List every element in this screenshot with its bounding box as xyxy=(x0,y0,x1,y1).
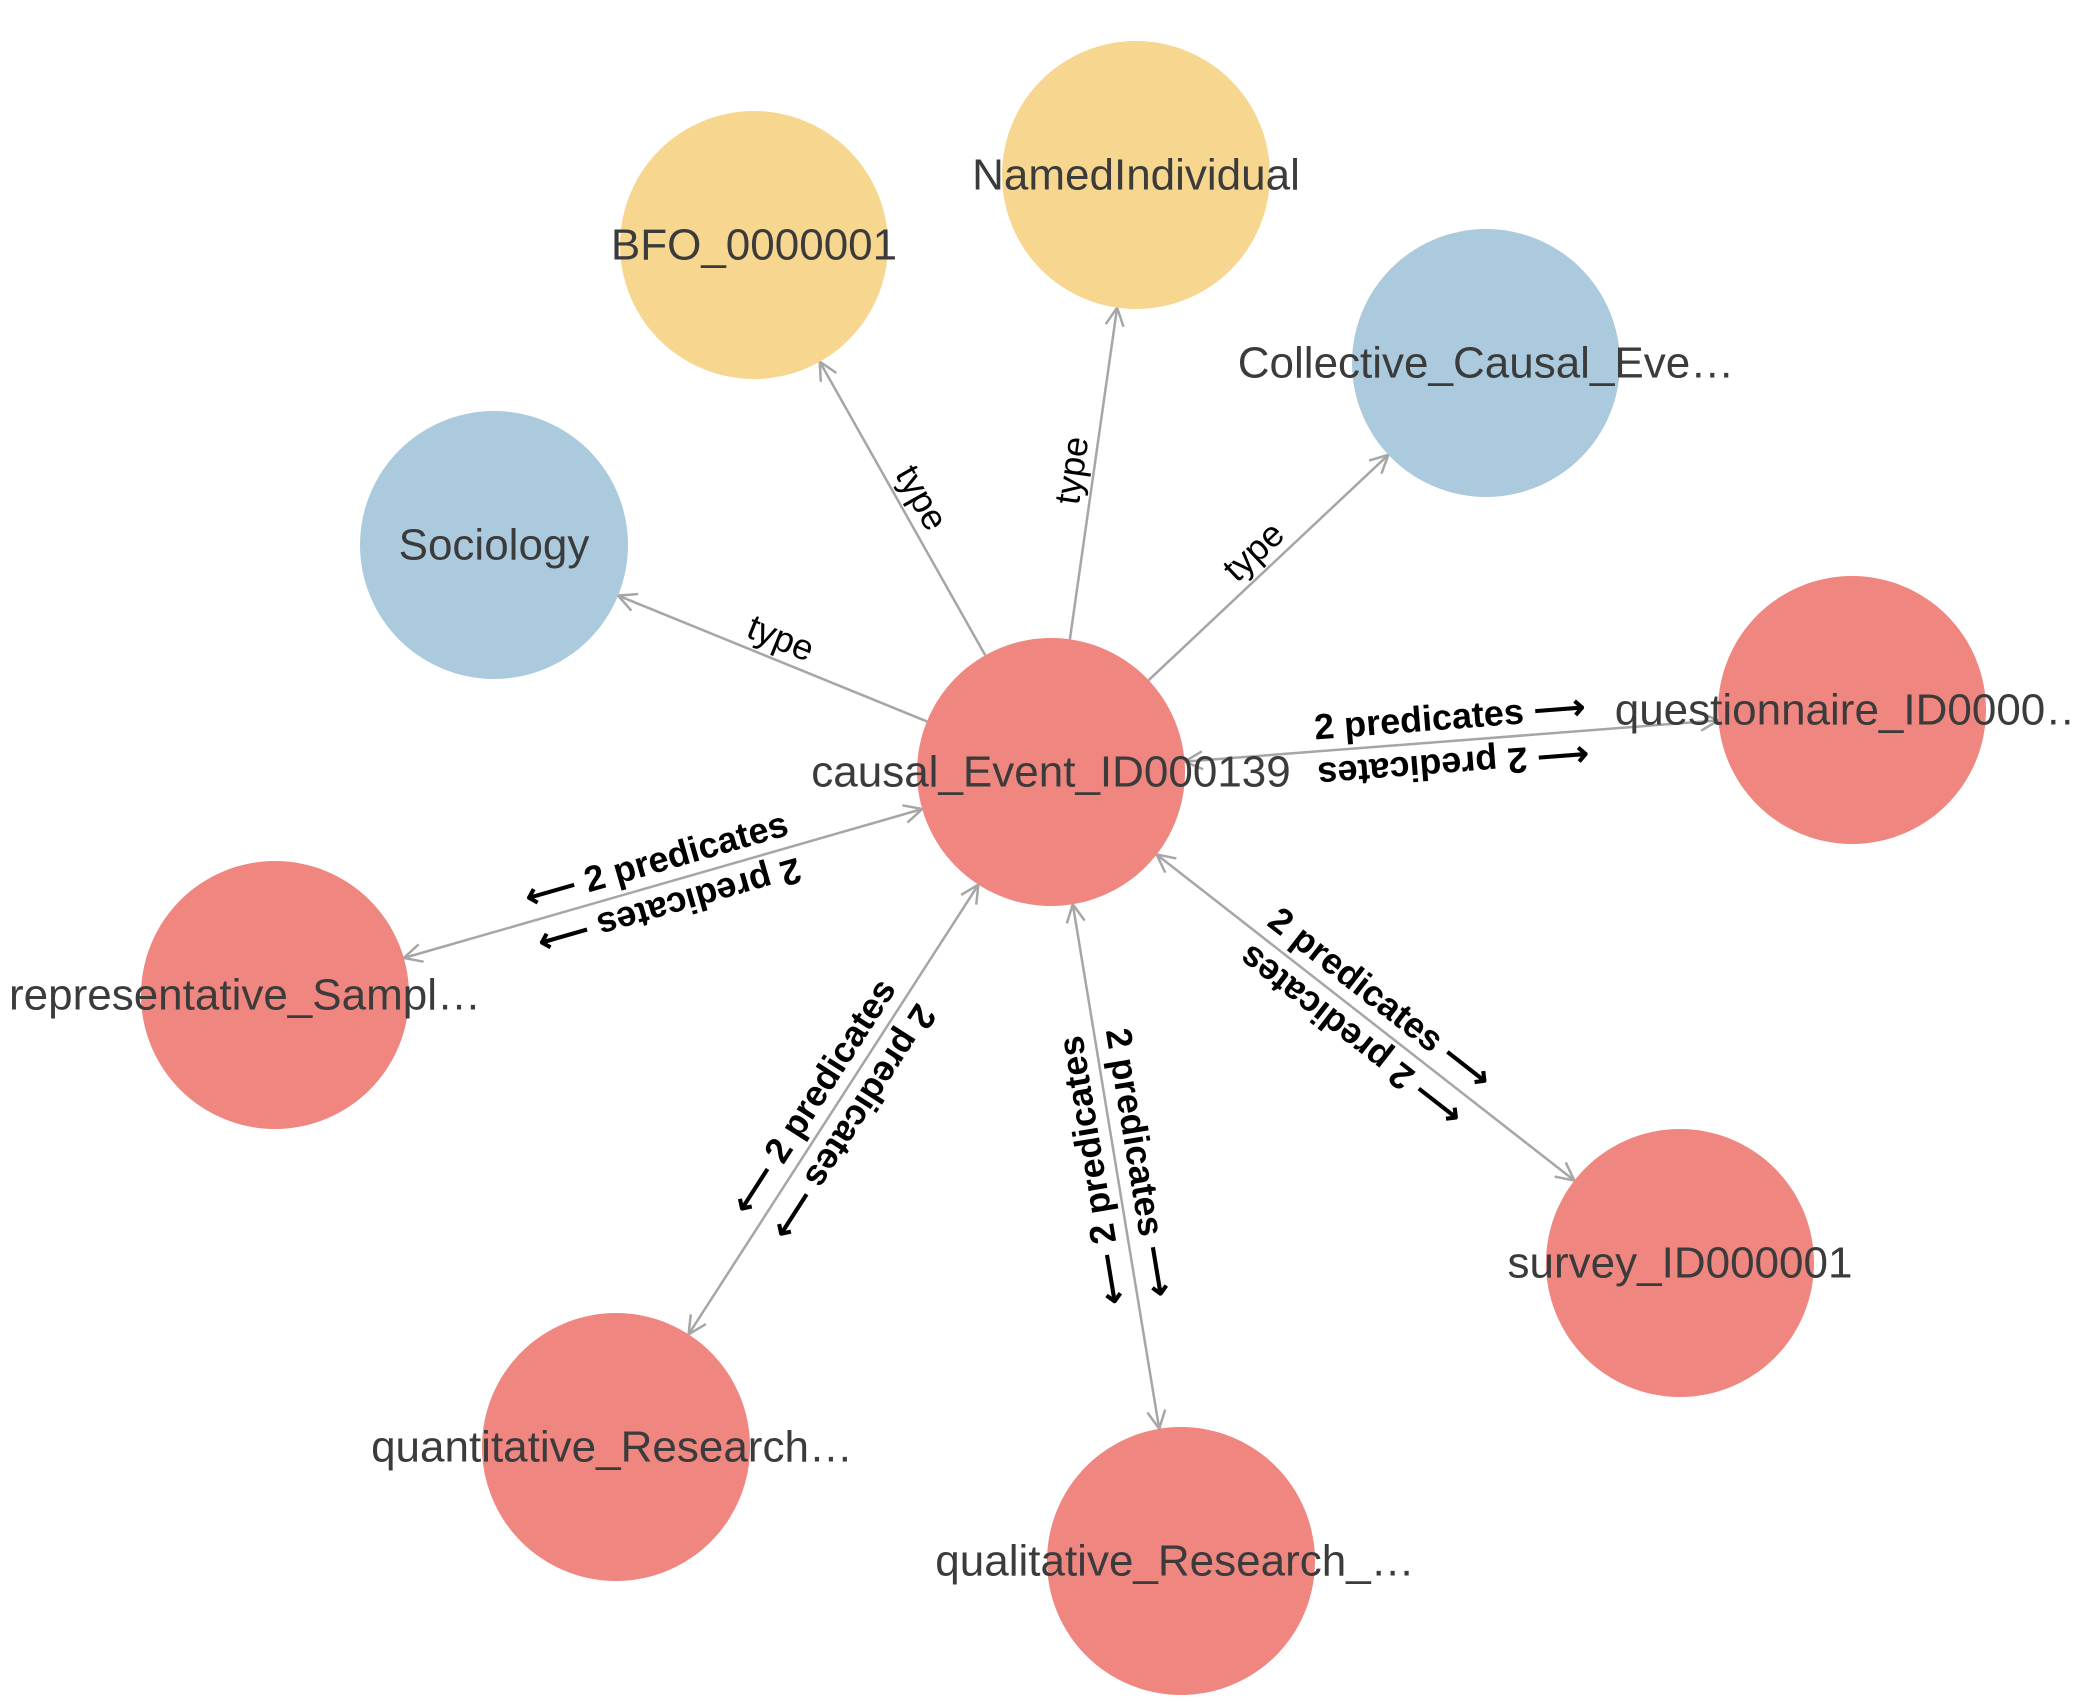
node-label-survey: survey_ID000001 xyxy=(1508,1239,1853,1288)
node-qualitative[interactable] xyxy=(1047,1427,1315,1695)
node-survey[interactable] xyxy=(1546,1129,1814,1397)
edge-label-bfo: type xyxy=(888,458,957,537)
edge-label-collective: type xyxy=(1214,513,1292,589)
edge-center-to-survey[interactable] xyxy=(1157,854,1575,1180)
node-sociology[interactable] xyxy=(360,411,628,679)
node-representative[interactable] xyxy=(141,861,409,1129)
node-collective[interactable] xyxy=(1352,229,1620,497)
node-center[interactable] xyxy=(917,638,1185,906)
node-label-collective: Collective_Causal_Eve… xyxy=(1238,339,1734,388)
node-label-qualitative: qualitative_Research_… xyxy=(935,1537,1414,1586)
edge-label-sociology: type xyxy=(742,606,820,670)
node-label-quantitative: quantitative_Research… xyxy=(371,1423,853,1472)
edge-center-to-sociology[interactable] xyxy=(618,596,928,723)
node-quantitative[interactable] xyxy=(482,1313,750,1581)
edge-center-to-qualitative[interactable] xyxy=(1073,904,1159,1429)
node-labels-layer: causal_Event_ID000139 BFO_0000001 NamedInd… xyxy=(9,151,2074,1586)
node-label-bfo: BFO_0000001 xyxy=(611,221,897,270)
node-label-sociology: Sociology xyxy=(399,521,590,570)
edge-center-to-questionnaire[interactable] xyxy=(1185,720,1719,761)
node-label-center: causal_Event_ID000139 xyxy=(811,748,1290,797)
node-named[interactable] xyxy=(1002,41,1270,309)
node-questionnaire[interactable] xyxy=(1718,576,1986,844)
edge-center-to-representative[interactable] xyxy=(404,809,922,958)
node-label-representative: representative_Sampl… xyxy=(9,971,481,1020)
edge-label-named: type xyxy=(1046,434,1096,507)
node-label-named: NamedIndividual xyxy=(972,151,1300,200)
edge-center-to-bfo[interactable] xyxy=(820,362,987,656)
nodes-layer xyxy=(141,41,1986,1695)
node-label-questionnaire: questionnaire_ID0000… xyxy=(1615,686,2074,735)
edge-center-to-quantitative[interactable] xyxy=(689,885,979,1335)
node-bfo[interactable] xyxy=(620,111,888,379)
edge-center-to-named[interactable] xyxy=(1068,308,1117,640)
edge-center-to-collective[interactable] xyxy=(1147,455,1389,682)
